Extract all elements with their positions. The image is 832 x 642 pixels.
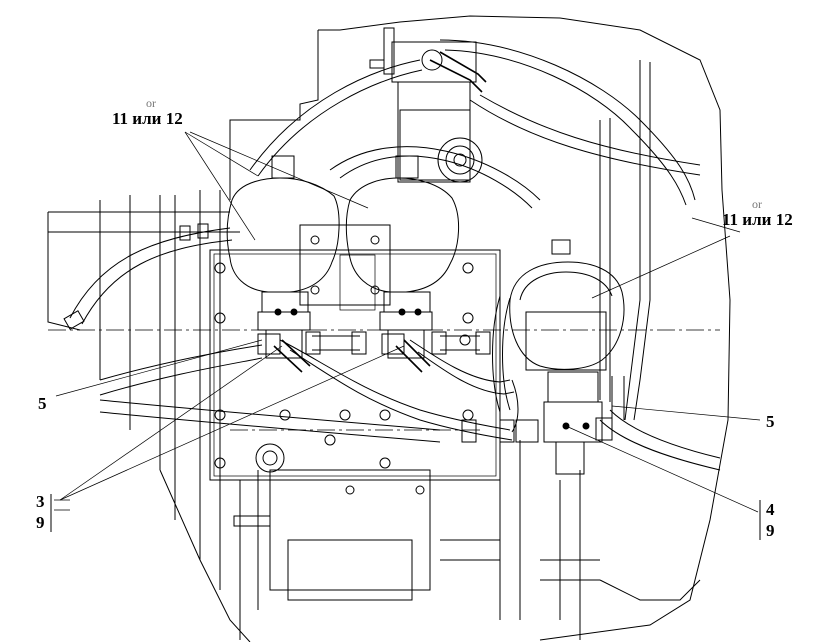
callout-right-five: 5 (766, 412, 775, 431)
callout-labels: or 11 или 12 or 11 или 12 5 5 3 9 4 9 (36, 96, 793, 540)
callout-left-five: 5 (38, 394, 47, 413)
right-chamber (509, 239, 625, 475)
frame-outline (47, 15, 731, 642)
callout-top-left-alt: or (146, 96, 156, 110)
lower-mount (233, 434, 701, 640)
left-hose (63, 223, 233, 330)
center-lines (48, 329, 720, 431)
leader-lines (54, 131, 761, 513)
top-valve-assembly (369, 27, 487, 183)
central-bracket (209, 224, 501, 481)
callout-right-upper: 11 или 12 (722, 210, 793, 229)
callout-bottom-right-bottom: 9 (766, 521, 775, 540)
middle-chamber (345, 155, 460, 359)
callout-bottom-left-bottom: 9 (36, 513, 45, 532)
callout-top-left: 11 или 12 (112, 109, 183, 128)
hose-fittings (257, 331, 613, 443)
callout-right-upper-alt: or (752, 197, 762, 211)
callout-bottom-left-top: 3 (36, 492, 45, 511)
callout-bottom-right-top: 4 (766, 500, 775, 519)
left-chamber (226, 155, 340, 359)
upper-hoses (249, 39, 701, 421)
lower-hoses (99, 295, 721, 471)
